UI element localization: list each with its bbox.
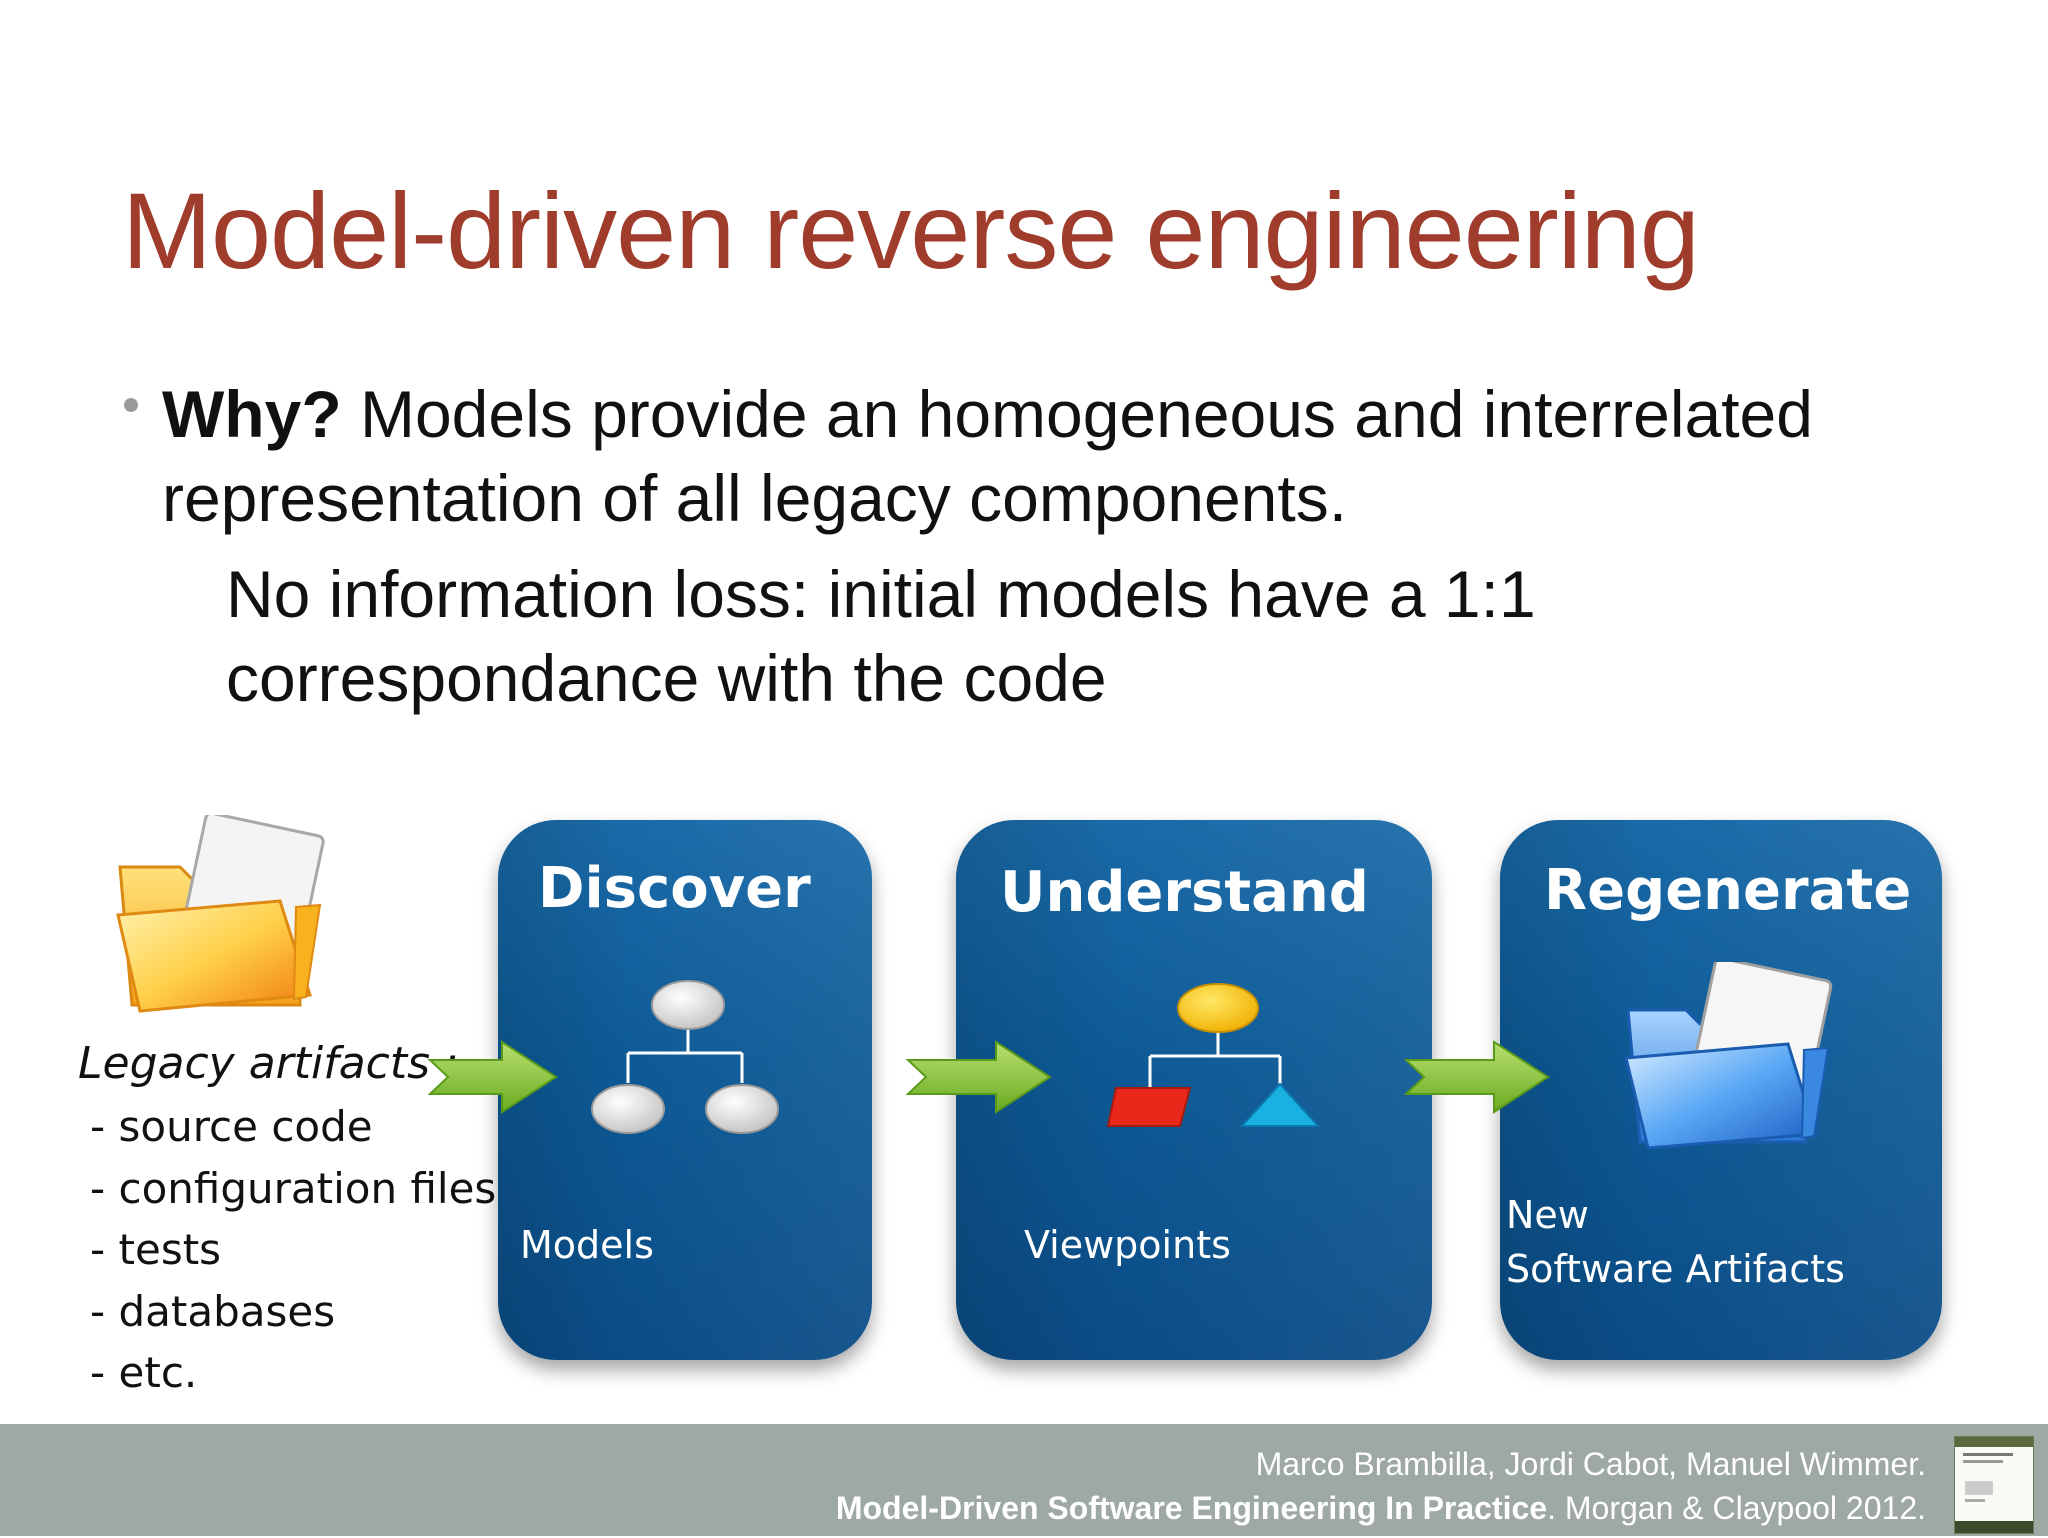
- footer-authors: Marco Brambilla, Jordi Cabot, Manuel Wim…: [1255, 1446, 1926, 1482]
- folder-orange-icon: [116, 815, 325, 1013]
- list-item: - etc.: [90, 1348, 198, 1397]
- tree-grey-icon: [591, 980, 779, 1134]
- list-item: - tests: [90, 1225, 222, 1274]
- understand-box: [956, 820, 1432, 1360]
- bullet-paragraph: Why? Models provide an homogeneous and i…: [162, 372, 1962, 540]
- bullet-bold-lead: Why?: [162, 377, 342, 451]
- footer-book-title: Model-Driven Software Engineering In Pra…: [835, 1490, 1548, 1526]
- arrow-right-icon: [428, 1040, 558, 1114]
- arrow-right-icon: [1404, 1040, 1550, 1114]
- list-item: - configuration files: [90, 1163, 497, 1213]
- book-cover-thumbnail: [1954, 1436, 2034, 1534]
- tree-colored-icon: [1106, 983, 1321, 1127]
- understand-title: Understand: [1000, 860, 1369, 925]
- bullet-dot: [124, 398, 138, 412]
- folder-blue-icon: [1624, 962, 1833, 1150]
- regenerate-label-line2: Software Artifacts: [1506, 1247, 1845, 1291]
- list-item: - source code: [90, 1102, 373, 1151]
- footer-citation: Model-Driven Software Engineering In Pra…: [836, 1490, 1926, 1527]
- bullet-text: Models provide an homogeneous and interr…: [162, 377, 1813, 535]
- regenerate-title: Regenerate: [1544, 858, 1912, 923]
- regenerate-label-line1: New: [1506, 1193, 1589, 1237]
- sub-paragraph: No information loss: initial models have…: [226, 557, 1536, 715]
- understand-label: Viewpoints: [1024, 1223, 1231, 1267]
- book-cover-icon: [1955, 1437, 2033, 1533]
- discover-label: Models: [520, 1223, 654, 1267]
- slide-title: Model-driven reverse engineering: [122, 170, 1700, 291]
- discover-title: Discover: [538, 856, 811, 921]
- legacy-artifacts-list: - source code - configuration files - te…: [90, 1096, 496, 1404]
- footer-publisher: . Morgan & Claypool 2012.: [1547, 1490, 1926, 1526]
- footer-bar: [0, 1424, 2048, 1536]
- discover-box: [498, 820, 872, 1360]
- arrow-right-icon: [906, 1040, 1052, 1114]
- legacy-artifacts-title: Legacy artifacts :: [78, 1038, 459, 1089]
- list-item: - databases: [90, 1286, 336, 1336]
